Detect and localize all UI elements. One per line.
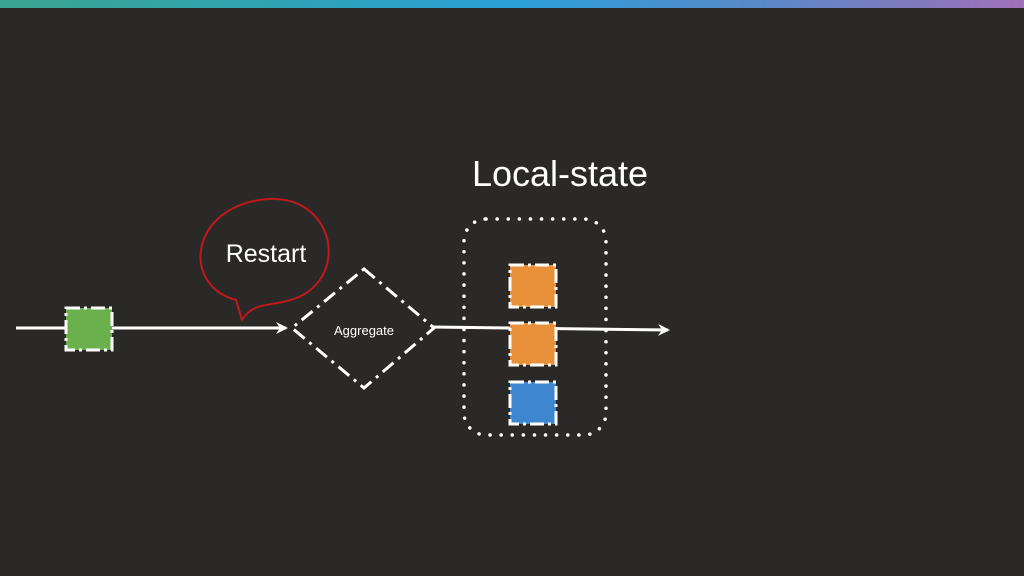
state-record-1 (508, 263, 558, 309)
speech-bubble-outline (199, 197, 330, 323)
aggregate-label: Aggregate (334, 323, 394, 338)
restart-callout: Restart (199, 197, 330, 323)
state-record-2 (508, 321, 558, 367)
diagram-title: Local-state (472, 153, 648, 194)
top-gradient-bar (0, 0, 1024, 8)
local-state-store (462, 217, 608, 437)
aggregate-operator: Aggregate (289, 267, 437, 390)
callout-text: Restart (226, 240, 307, 268)
input-record (64, 306, 114, 352)
aggregate-diamond (289, 267, 437, 390)
state-record-3 (508, 380, 558, 426)
